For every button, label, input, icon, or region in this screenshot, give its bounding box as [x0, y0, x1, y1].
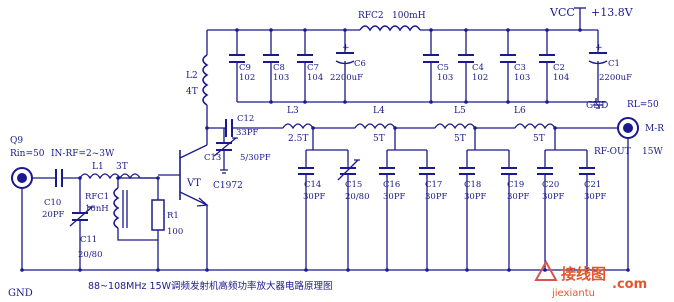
c4-name: C4: [472, 63, 484, 73]
c6-plus: +: [342, 43, 350, 53]
gnd-top-label: GND: [586, 101, 608, 111]
c11-value: 20/80: [78, 250, 103, 260]
l6-value: 5T: [533, 134, 545, 144]
l3-value: 2.5T: [288, 134, 308, 144]
output-shunt-capacitors: [298, 126, 595, 210]
c6-name: C6: [354, 59, 366, 69]
gnd-bottom-label: GND: [8, 288, 33, 299]
rf-out-power: 15W: [642, 147, 663, 157]
vt-part: C1972: [213, 181, 243, 191]
c15-value: 20/80: [345, 192, 370, 202]
l2-inductor: [202, 30, 209, 145]
r1-resistor: [151, 186, 165, 231]
watermark-domain: jiexiantu: [551, 288, 595, 299]
c21-name: C21: [584, 180, 601, 190]
l1-value: 3T: [116, 162, 128, 172]
c12-capacitor: [207, 119, 283, 137]
c5-value: 103: [437, 73, 453, 83]
l2-name: L2: [186, 71, 198, 81]
c7-name: C7: [307, 63, 319, 73]
l2-value: 4T: [186, 87, 198, 97]
c20-name: C20: [542, 180, 559, 190]
l6-name: L6: [514, 106, 526, 116]
output-connector: [617, 117, 639, 270]
c19-value: 30PF: [507, 192, 530, 202]
c17-value: 30PF: [425, 192, 448, 202]
c6-value: 2200uF: [330, 73, 363, 83]
c2-name: C2: [553, 63, 565, 73]
c8-value: 103: [273, 73, 289, 83]
c10-name: C10: [44, 198, 61, 208]
c13-value: 5/30PF: [240, 153, 271, 163]
watermark-brand: 接线图: [561, 265, 606, 283]
c14-name: C14: [304, 180, 321, 190]
c14-value: 30PF: [303, 192, 326, 202]
watermark-logo: 接线图 jiexiantu .com: [534, 259, 647, 299]
c18-value: 30PF: [464, 192, 487, 202]
rin-label: Rin=50: [10, 149, 45, 159]
c3-value: 103: [514, 73, 530, 83]
rfc2-value: 100mH: [392, 11, 426, 21]
c8-name: C8: [273, 63, 285, 73]
c18-name: C18: [464, 180, 481, 190]
supply-rail: [207, 7, 598, 103]
q9-label: Q9: [10, 136, 23, 146]
diagram-caption: 88~108MHz 15W调频发射机高频功率放大器电路原理图: [88, 280, 333, 292]
c15-name: C15: [345, 180, 362, 190]
rf-out-label: RF-OUT: [594, 147, 631, 157]
decoupling-capacitors: [229, 28, 608, 109]
c1-value: 2200uF: [599, 73, 632, 83]
c4-value: 102: [472, 73, 488, 83]
c7-value: 104: [307, 73, 323, 83]
l5-name: L5: [454, 106, 466, 116]
l4-value: 5T: [373, 134, 385, 144]
c3-name: C3: [514, 63, 526, 73]
c1-name: C1: [608, 59, 620, 69]
c12-value: 33PF: [236, 128, 259, 138]
c9-value: 102: [239, 73, 255, 83]
input-connector: [11, 167, 33, 270]
c9-name: C9: [239, 63, 251, 73]
c16-name: C16: [383, 180, 400, 190]
output-main-line: [282, 123, 617, 130]
c17-name: C17: [425, 180, 442, 190]
c16-value: 30PF: [383, 192, 406, 202]
c21-value: 30PF: [584, 192, 607, 202]
c19-name: C19: [507, 180, 524, 190]
c13-trimmer: [213, 128, 238, 174]
l4-name: L4: [373, 106, 385, 116]
rfc1-value: 10nH: [85, 204, 109, 214]
c2-value: 104: [553, 73, 569, 83]
c11-name: C11: [80, 235, 97, 245]
ground-bus: [20, 210, 630, 272]
rfc2-name: RFC2: [358, 11, 384, 21]
rfc1-inductor: [113, 176, 160, 241]
c1-plus: +: [595, 43, 603, 53]
mr-label: M-R: [645, 124, 664, 134]
r1-value: 100: [167, 227, 183, 237]
r1-name: R1: [167, 211, 179, 221]
l3-name: L3: [287, 106, 299, 116]
c11-trimmer: [69, 178, 94, 270]
vt-transistor: [158, 144, 209, 270]
c10-value: 20PF: [42, 210, 65, 220]
c20-value: 30PF: [542, 192, 565, 202]
rfc1-name: RFC1: [85, 192, 109, 202]
c12-name: C12: [237, 114, 254, 124]
rl-label: RL=50: [627, 100, 659, 110]
c13-name: C13: [204, 153, 221, 163]
watermark-suffix: .com: [612, 277, 647, 292]
vcc-voltage: +13.8V: [591, 6, 634, 19]
l1-name: L1: [92, 162, 104, 172]
l5-value: 5T: [454, 134, 466, 144]
vt-name: VT: [186, 178, 201, 189]
c10-capacitor: [32, 169, 80, 187]
rfc2-inductor: [359, 25, 421, 32]
vcc-label: VCC: [549, 6, 575, 19]
c5-name: C5: [437, 63, 449, 73]
in-rf-label: IN-RF=2~3W: [51, 149, 115, 159]
